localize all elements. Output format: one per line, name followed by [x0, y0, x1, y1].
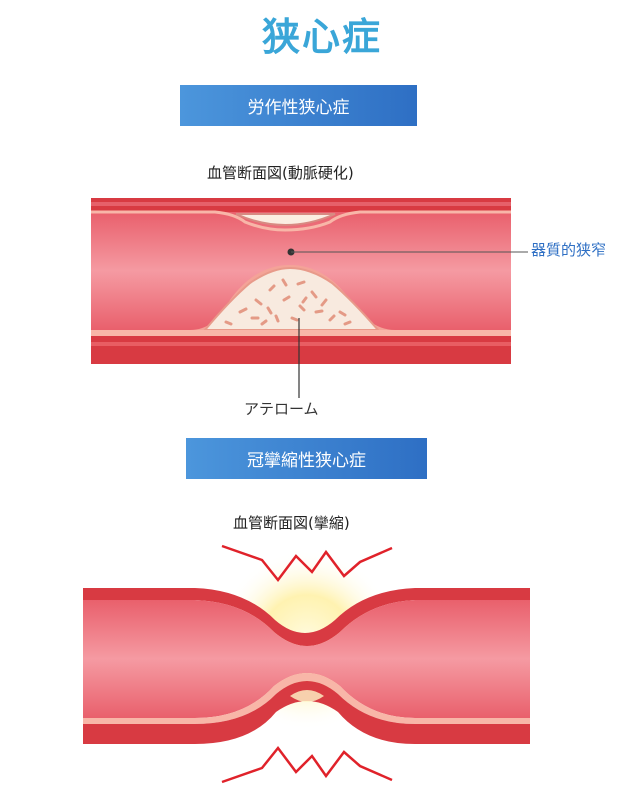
spasm-zigzag-bottom: [221, 745, 393, 784]
vessel2-wall-bottom: [83, 681, 530, 744]
spasm-zigzag-top: [221, 544, 393, 583]
section-heading-vasospastic-angina: 冠攣縮性狭心症: [186, 438, 427, 479]
atheroma: [202, 266, 381, 331]
vessel2-lumen: [83, 600, 530, 718]
vessel2-wall-top: [83, 588, 530, 646]
top-plaque: [235, 213, 336, 226]
caption-atherosclerosis: 血管断面図(動脈硬化): [207, 164, 354, 182]
vessel-atherosclerosis: [91, 198, 511, 364]
caption-vasospasm: 血管断面図(攣縮): [233, 514, 350, 532]
section-heading-effort-angina: 労作性狭心症: [180, 85, 417, 126]
page-title: 狭心症: [261, 15, 382, 59]
label-atheroma: アテローム: [244, 400, 319, 418]
atheroma-speckles: [224, 278, 352, 326]
vessel-vasospasm: [83, 550, 530, 744]
vessel-wall-bottom: [91, 336, 511, 364]
label-structural-narrowing: 器質的狭窄: [531, 241, 607, 259]
